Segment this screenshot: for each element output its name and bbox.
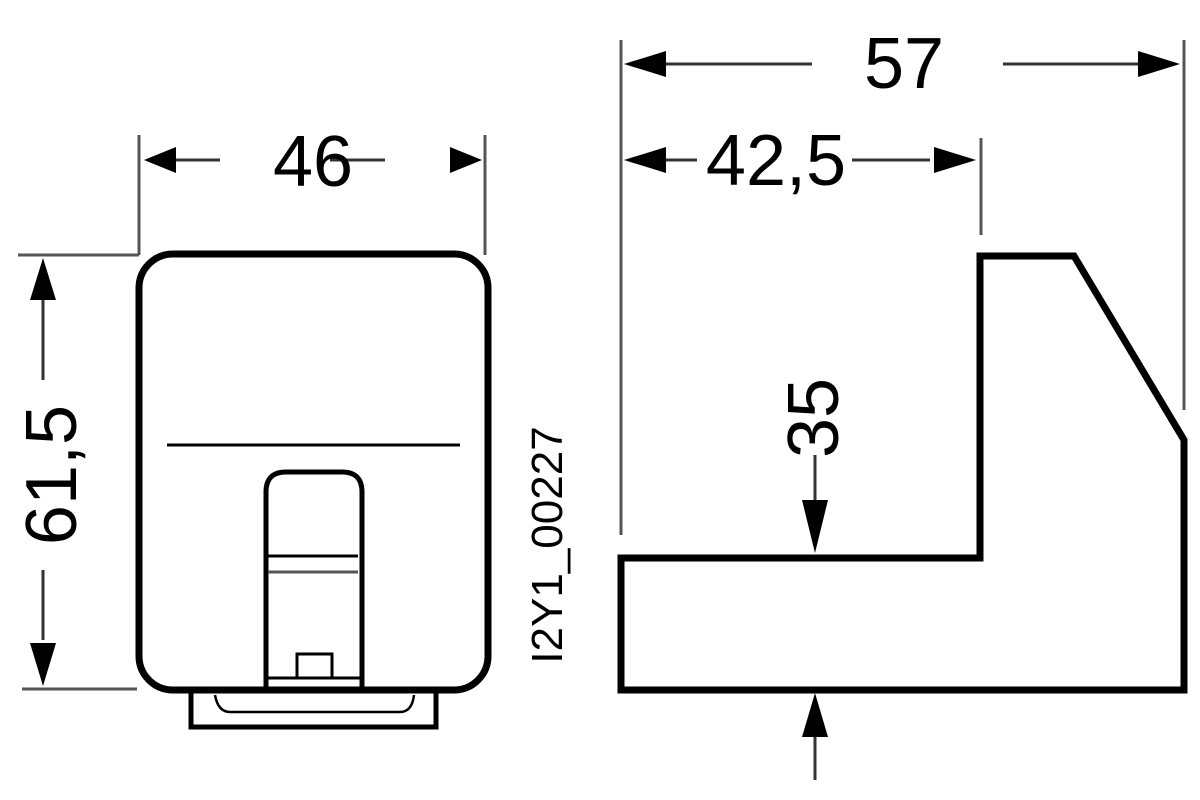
- slider-tab: [263, 469, 365, 690]
- side-profile-outline: [617, 252, 1188, 694]
- arrow-right-icon: [1138, 51, 1180, 77]
- dimension-rail-label: 35: [774, 378, 854, 458]
- front-view: 46 61,5 I2Y1_00227: [12, 122, 572, 730]
- housing-outline: [135, 250, 492, 694]
- dimension-total-depth-label: 57: [864, 24, 944, 104]
- arrow-down-icon: [802, 500, 828, 553]
- arrow-left-icon: [624, 51, 666, 77]
- dimension-upper-depth-label: 42,5: [706, 121, 846, 201]
- arrow-up-icon: [802, 693, 828, 737]
- drawing-id-label: I2Y1_00227: [523, 426, 572, 663]
- slider-latch: [295, 652, 334, 680]
- arrow-down-icon: [30, 643, 56, 686]
- side-view: 57 42,5 35: [617, 24, 1188, 780]
- mounting-foot: [188, 692, 439, 730]
- arrow-right-icon: [934, 147, 976, 173]
- mounting-foot-inner: [213, 694, 416, 714]
- dimension-height-label: 61,5: [12, 405, 92, 545]
- arrow-right-icon: [450, 147, 482, 173]
- arrow-left-icon: [144, 147, 176, 173]
- arrow-up-icon: [30, 258, 56, 300]
- arrow-left-icon: [624, 147, 666, 173]
- dimension-width-label: 46: [273, 122, 353, 202]
